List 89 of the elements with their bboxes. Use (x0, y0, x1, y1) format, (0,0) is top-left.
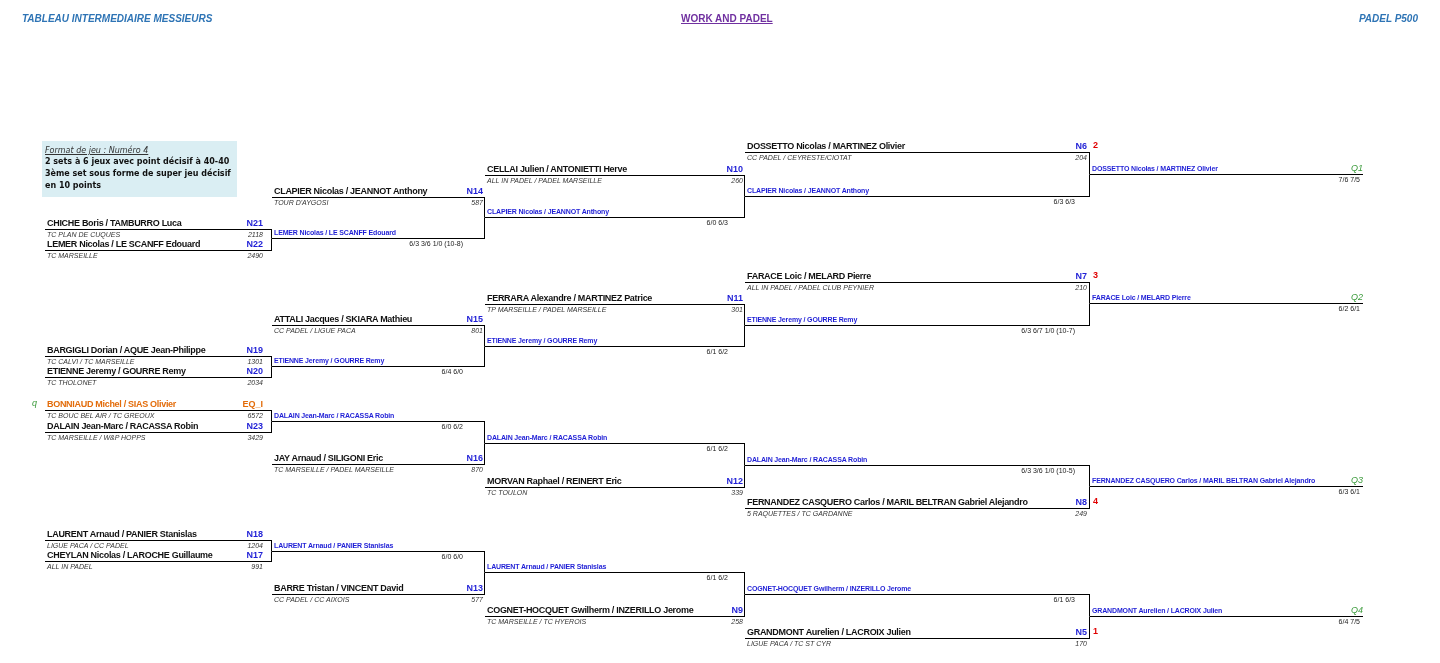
bracket-connector (744, 325, 745, 347)
team-name: BARRE Tristan / VINCENT David (274, 583, 404, 594)
page-title: TABLEAU INTERMEDIAIRE MESSIEURS (22, 13, 213, 24)
event-name: WORK AND PADEL (681, 13, 773, 24)
format-heading: Format de jeu : Numéro 4 (45, 145, 150, 156)
bracket-connector (484, 421, 485, 444)
seed-number: N10 (726, 164, 743, 175)
bracket-connector (1089, 465, 1090, 487)
bracket-connector (744, 175, 745, 197)
format-note-box (42, 141, 237, 197)
bracket-connector (744, 465, 745, 488)
bracket-connector (1089, 282, 1090, 304)
bracket-connector (484, 217, 485, 239)
qualifier-label: Q3 (1351, 475, 1363, 486)
team-name: FARACE Loic / MELARD Pierre (747, 271, 871, 282)
qualifier-label: Q4 (1351, 605, 1363, 616)
bracket-connector (1089, 486, 1090, 509)
team-name: LAURENT Arnaud / PANIER Stanislas (47, 529, 197, 540)
seed-number: N16 (466, 453, 483, 464)
team-name: CLAPIER Nicolas / JEANNOT Anthony (274, 186, 428, 197)
bracket-connector (271, 410, 272, 422)
seed-number: N17 (246, 550, 263, 561)
category-label: PADEL P500 (1358, 13, 1418, 24)
bracket-connector (271, 238, 272, 251)
format-description: 2 sets à 6 jeux avec point décisif à 40-40 3ème set sous forme de super jeu décisif en 10 points (45, 156, 232, 192)
seed-number: N23 (246, 421, 263, 432)
team-name: GRANDMONT Aurelien / LACROIX Julien (747, 627, 911, 638)
seed-number: EQ_I (242, 399, 263, 410)
team-name: CHICHE Boris / TAMBURRO Luca (47, 218, 182, 229)
team-name: BARGIGLI Dorian / AQUE Jean-Philippe (47, 345, 206, 356)
seed-position: 3 (1093, 270, 1098, 281)
bracket-connector (484, 325, 485, 347)
seed-number: N12 (726, 476, 743, 487)
bracket-connector (744, 443, 745, 466)
qualifier-label: Q1 (1351, 163, 1363, 174)
bracket-connector (744, 304, 745, 326)
bracket-connector (1089, 303, 1090, 326)
team-name: COGNET-HOCQUET Gwilherm / INZERILLO Jerome (487, 605, 694, 616)
bracket-connector (484, 197, 485, 218)
seed-position: 2 (1093, 140, 1098, 151)
bracket-connector (271, 540, 272, 552)
team-name: ATTALI Jacques / SKIARA Mathieu (274, 314, 413, 325)
team-name: DALAIN Jean-Marc / RACASSA Robin (47, 421, 199, 432)
seed-number: N7 (1075, 271, 1087, 282)
seed-number: N5 (1075, 627, 1087, 638)
bracket-connector (271, 551, 272, 562)
bracket-slot (45, 217, 272, 241)
bracket-connector (484, 572, 485, 595)
bracket-slot (745, 496, 1090, 520)
seed-number: N22 (246, 239, 263, 250)
seed-number: N9 (731, 605, 743, 616)
team-name: DOSSETTO Nicolas / MARTINEZ Olivier (747, 141, 905, 152)
bracket-connector (744, 594, 745, 617)
team-name: CHEYLAN Nicolas / LAROCHE Guillaume (47, 550, 213, 561)
team-name: ETIENNE Jeremy / GOURRE Remy (47, 366, 186, 377)
bracket-connector (484, 443, 485, 465)
seed-number: N11 (727, 293, 743, 304)
team-name: MORVAN Raphael / REINERT Eric (487, 476, 622, 487)
team-name: BONNIAUD Michel / SIAS Olivier (47, 399, 177, 410)
team-name: CELLAI Julien / ANTONIETTI Herve (487, 164, 627, 175)
seed-number: N8 (1075, 497, 1087, 508)
bracket-connector (271, 366, 272, 378)
qualifier-label: Q2 (1351, 292, 1363, 303)
bracket-connector (484, 551, 485, 573)
bracket-connector (744, 196, 745, 218)
seed-number: N13 (466, 583, 483, 594)
seed-number: N18 (246, 529, 263, 540)
seed-number: N21 (246, 218, 263, 229)
bracket-connector (271, 421, 272, 433)
seed-position: 1 (1093, 626, 1098, 637)
bracket-connector (744, 572, 745, 595)
bracket-connector (1089, 616, 1090, 639)
bracket-connector (271, 229, 272, 239)
seed-number: N14 (466, 186, 483, 197)
seed-number: N6 (1075, 141, 1087, 152)
seed-position: 4 (1093, 496, 1098, 507)
bracket-connector (1089, 152, 1090, 175)
seed-number: N15 (466, 314, 483, 325)
qualifier-mark: q (32, 398, 37, 409)
team-name: FERRARA Alexandre / MARTINEZ Patrice (487, 293, 653, 304)
seed-number: N20 (246, 366, 263, 377)
team-name: LEMER Nicolas / LE SCANFF Edouard (47, 239, 201, 250)
bracket-connector (484, 346, 485, 367)
bracket-connector (1089, 174, 1090, 197)
team-name: FERNANDEZ CASQUERO Carlos / MARIL BELTRAN Gabriel Alejandro (747, 497, 1028, 508)
team-name: JAY Arnaud / SILIGONI Eric (274, 453, 383, 464)
bracket-connector (271, 356, 272, 367)
seed-number: N19 (246, 345, 263, 356)
bracket-connector (1089, 594, 1090, 617)
